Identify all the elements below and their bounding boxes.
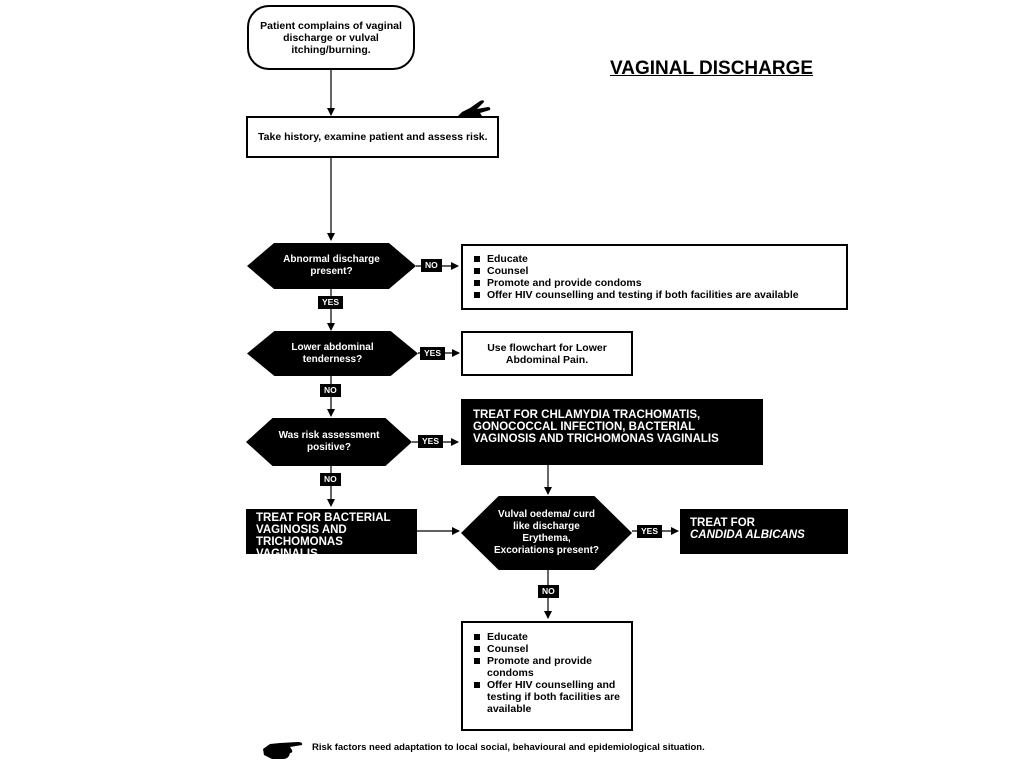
no-label-risk: NO [320, 473, 341, 486]
treat-all-text: TREAT FOR CHLAMYDIA TRACHOMATIS, GONOCOC… [473, 409, 719, 445]
decision-abnormal-discharge: Abnormal discharge present? [247, 243, 416, 289]
treat-bv-tv-text: TREAT FOR BACTERIAL VAGINOSIS AND TRICHO… [256, 512, 391, 560]
yes-label-risk: YES [418, 435, 444, 448]
list-item: Promote and provide condoms [473, 277, 836, 289]
decision-lower-abdominal-text: Lower abdominal tenderness? [291, 341, 374, 365]
decision-abnormal-discharge-text: Abnormal discharge present? [283, 254, 380, 277]
list-item: Educate [473, 631, 621, 643]
decision-risk-assessment-text: Was risk assessment positive? [278, 430, 380, 453]
no-label-vulval: NO [538, 585, 559, 598]
list-item: Counsel [473, 265, 836, 277]
yes-label-vulval: YES [637, 525, 663, 538]
start-node-text: Patient complains of vaginal discharge o… [260, 19, 402, 56]
yes-label-lower-abdominal: YES [420, 347, 446, 360]
history-node-text: Take history, examine patient and assess… [258, 131, 488, 143]
treat-candida-name: CANDIDA ALBICANS [690, 529, 805, 541]
no-label-lower-abdominal: NO [320, 384, 341, 397]
pointing-hand-icon [263, 742, 303, 759]
list-item: Educate [473, 253, 836, 265]
decision-vulval-oedema: Vulval oedema/ curd like discharge Eryth… [461, 496, 632, 570]
treat-candida-prefix: TREAT FOR [690, 517, 755, 529]
educate-list-bottom: Educate Counsel Promote and provide cond… [473, 631, 621, 715]
footnote: Risk factors need adaptation to local so… [312, 742, 705, 753]
page-title: VAGINAL DISCHARGE [610, 58, 814, 79]
decision-lower-abdominal: Lower abdominal tenderness? [247, 331, 418, 376]
lower-abdominal-pain-ref: Use flowchart for Lower Abdominal Pain. [461, 331, 633, 376]
educate-box-top: Educate Counsel Promote and provide cond… [461, 244, 848, 310]
list-item: Offer HIV counselling and testing if bot… [473, 289, 836, 301]
list-item: Offer HIV counselling and testing if bot… [473, 679, 621, 715]
yes-label-abnormal: YES [318, 296, 344, 309]
list-item: Promote and provide condoms [473, 655, 621, 679]
lower-abdominal-pain-ref-text: Use flowchart for Lower Abdominal Pain. [487, 341, 607, 366]
decision-risk-assessment: Was risk assessment positive? [246, 418, 412, 466]
treat-candida-box: TREAT FOR CANDIDA ALBICANS [680, 509, 848, 554]
history-node: Take history, examine patient and assess… [246, 116, 499, 158]
educate-list-top: Educate Counsel Promote and provide cond… [473, 253, 836, 301]
treat-bv-tv-box: TREAT FOR BACTERIAL VAGINOSIS AND TRICHO… [246, 509, 417, 560]
treat-all-box: TREAT FOR CHLAMYDIA TRACHOMATIS, GONOCOC… [461, 399, 763, 465]
educate-box-bottom: Educate Counsel Promote and provide cond… [461, 621, 633, 731]
no-label-abnormal: NO [421, 259, 442, 272]
list-item: Counsel [473, 643, 621, 655]
start-node: Patient complains of vaginal discharge o… [247, 5, 415, 70]
decision-vulval-oedema-text: Vulval oedema/ curd like discharge Eryth… [493, 509, 600, 556]
